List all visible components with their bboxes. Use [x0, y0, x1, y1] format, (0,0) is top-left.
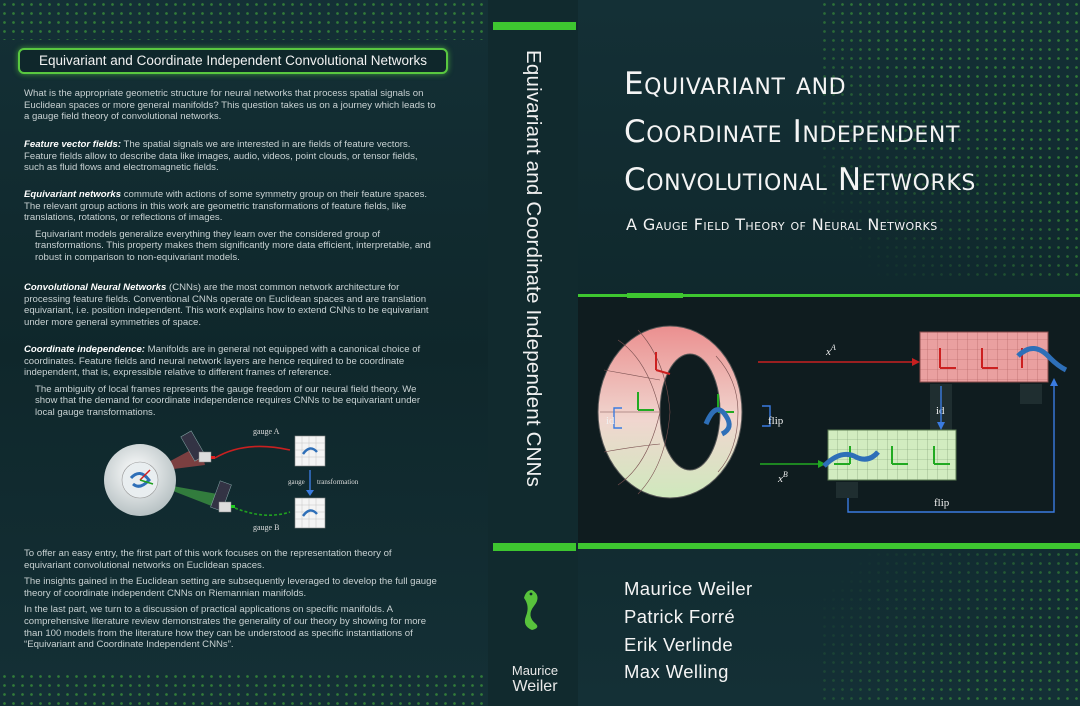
- diagram-top-bar-accent: [627, 293, 683, 298]
- dot-pattern-bottom-right: [820, 550, 1080, 706]
- back-cover: Equivariant and Coordinate Independent C…: [0, 0, 488, 706]
- section-coordinate-independence: Coordinate independence: Manifolds are i…: [24, 344, 440, 419]
- gauge-diagram: id flip xA xB id: [597, 325, 1068, 513]
- intro-paragraph: What is the appropriate geometric struct…: [24, 88, 436, 123]
- flip-label-right: flip: [768, 415, 784, 427]
- outro-paragraph: In the last part, we turn to a discussio…: [24, 604, 427, 651]
- section-cnns: Convolutional Neural Networks (CNNs) are…: [24, 282, 440, 328]
- section-text: The spatial signals we are interested in…: [24, 139, 418, 174]
- back-cover-title: Equivariant and Coordinate Independent C…: [18, 48, 448, 74]
- section-equivariant-networks: Equivariant networks commute with action…: [24, 189, 440, 264]
- front-title-line-2: Coordinate Independent: [624, 114, 960, 150]
- grid-a-icon: [294, 435, 326, 467]
- spine-title-text: Equivariant and Coordinate Independent C…: [522, 50, 545, 488]
- spine-author-last: Weiler: [512, 678, 558, 695]
- section-heading: Equivariant networks: [24, 189, 122, 200]
- section-heading: Feature vector fields:: [24, 139, 122, 150]
- gauge-word-label: gauge: [288, 478, 305, 486]
- spine-title: Equivariant and Coordinate Independent C…: [522, 50, 545, 560]
- spine-bottom-bar: [493, 543, 576, 551]
- grid-b-icon: [294, 497, 326, 529]
- satellite-a-icon: [180, 430, 215, 463]
- front-subtitle: A Gauge Field Theory of Neural Networks: [626, 215, 938, 234]
- back-outro: To offer an easy entry, the first part o…: [24, 548, 440, 651]
- front-title-line-1: Equivariant and: [624, 66, 847, 102]
- gauge-b-label: gauge B: [253, 523, 279, 532]
- section-extra: Equivariant models generalize everything…: [35, 228, 431, 263]
- section-heading: Coordinate independence:: [24, 344, 145, 355]
- red-grid-icon: [919, 331, 1068, 383]
- section-text: commute with actions of some symmetry gr…: [24, 189, 428, 224]
- author-1: Maurice Weiler: [624, 578, 753, 599]
- flip-label-bottom: flip: [934, 497, 950, 509]
- section-text: Manifolds are in general not equipped wi…: [24, 344, 421, 379]
- spine-top-bar: [493, 22, 576, 30]
- back-intro: What is the appropriate geometric struct…: [24, 88, 440, 123]
- gauge-a-label: gauge A: [253, 427, 280, 436]
- spine-author-first: Maurice: [511, 663, 559, 678]
- author-4: Max Welling: [624, 661, 729, 682]
- outro-paragraph: To offer an easy entry, the first part o…: [24, 548, 392, 571]
- section-text: (CNNs) are the most common network archi…: [24, 282, 429, 328]
- author-2: Patrick Forré: [624, 606, 736, 627]
- author-3: Erik Verlinde: [624, 634, 734, 655]
- spine: [488, 0, 578, 706]
- torus-icon: [597, 325, 743, 499]
- section-feature-fields: Feature vector fields: The spatial signa…: [24, 139, 440, 174]
- spine-author: Maurice Weiler: [494, 664, 576, 696]
- xb-label: xB: [777, 470, 788, 485]
- satellite-b-icon: [210, 480, 235, 513]
- green-grid-icon: [822, 429, 957, 481]
- section-extra: The ambiguity of local frames represents…: [35, 383, 421, 418]
- id-label-left: id: [606, 415, 615, 427]
- outro-paragraph: The insights gained in the Euclidean set…: [24, 576, 437, 599]
- lizard-logo-icon: [524, 590, 538, 630]
- diagram-bottom-bar: [578, 543, 1080, 549]
- diagram-top-bar: [578, 294, 1080, 297]
- front-title-line-3: Convolutional Networks: [624, 162, 976, 198]
- lizard-icon: [129, 472, 151, 488]
- xa-label: xA: [825, 343, 836, 358]
- transformation-label: transformation: [317, 478, 359, 486]
- gauge-figure: gauge A gauge B gauge transformation: [104, 427, 359, 532]
- section-heading: Convolutional Neural Networks: [24, 282, 167, 293]
